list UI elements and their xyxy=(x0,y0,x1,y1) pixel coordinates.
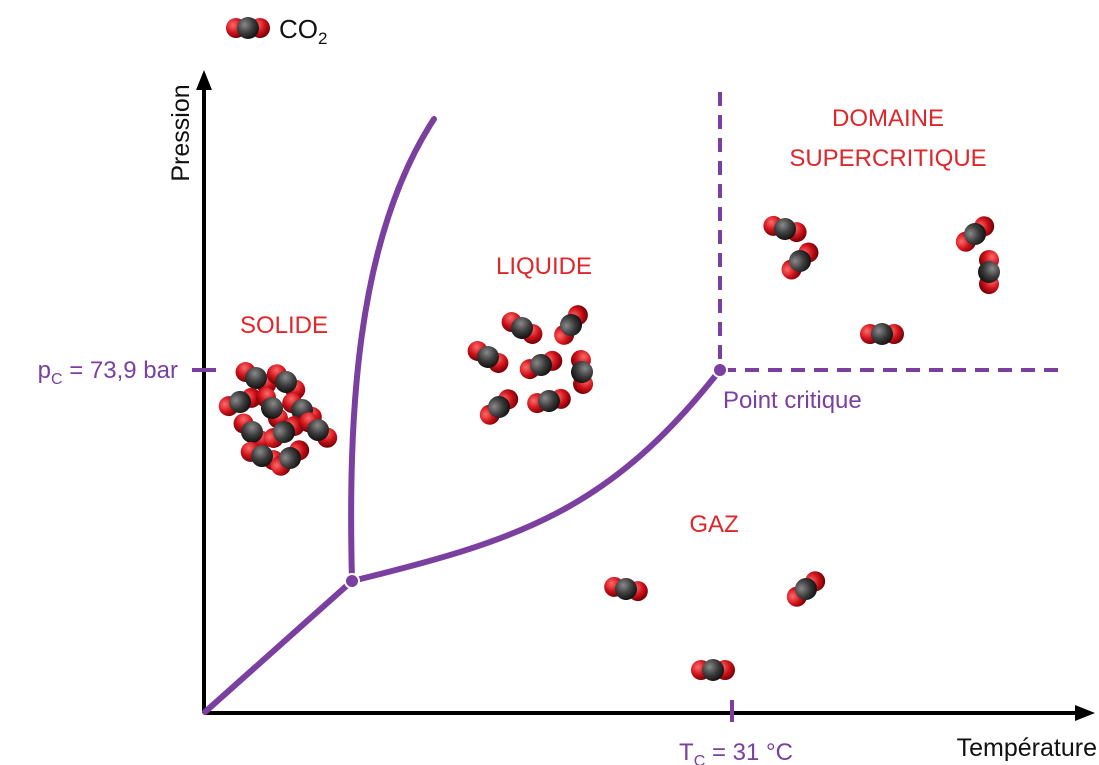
co2-molecule-icon xyxy=(860,323,904,345)
co2-molecule-icon xyxy=(475,384,523,430)
co2-molecule-icon xyxy=(549,300,593,350)
co2-molecule-icon xyxy=(978,250,1000,294)
solid-region-label: SOLIDE xyxy=(240,312,328,339)
critical-ticks: pC = 73,9 bar TC = 31 °C xyxy=(38,357,793,765)
phase-boundaries xyxy=(202,116,723,715)
legend-label: CO2 xyxy=(279,14,327,48)
supercritical-molecules xyxy=(760,211,1000,345)
supercritical-region-label-line1: DOMAINE xyxy=(832,105,944,132)
co2-molecule-icon xyxy=(782,566,830,612)
co2-molecule-icon xyxy=(463,336,513,378)
critical-point xyxy=(712,362,728,378)
tc-label: TC = 31 °C xyxy=(679,739,793,765)
x-axis-label: Température xyxy=(957,734,1097,762)
legend: CO2 xyxy=(226,14,327,48)
co2-molecule-icon xyxy=(226,17,270,39)
supercritical-region-label-line2: SUPERCRITIQUE xyxy=(789,145,986,172)
solid-molecules xyxy=(215,357,342,481)
co2-molecule-icon xyxy=(691,659,735,681)
y-axis-label: Pression xyxy=(167,84,195,181)
co2-molecule-icon xyxy=(525,386,573,416)
gas-molecules xyxy=(602,566,830,681)
axes: Pression Température xyxy=(167,70,1097,762)
sublimation-curve xyxy=(202,578,355,715)
melting-curve xyxy=(348,116,437,584)
gas-region-label: GAZ xyxy=(689,511,738,538)
vaporization-curve xyxy=(349,367,723,584)
co2-molecule-icon xyxy=(497,307,547,349)
triple-point xyxy=(344,573,360,589)
co2-molecule-icon xyxy=(516,347,566,383)
co2-molecule-icon xyxy=(760,212,810,246)
co2-molecule-icon xyxy=(951,211,999,257)
pc-label: pC = 73,9 bar xyxy=(38,357,178,388)
x-axis-arrow-icon xyxy=(1075,705,1095,721)
co2-molecule-icon xyxy=(776,237,824,285)
y-axis-arrow-icon xyxy=(196,70,212,90)
supercritical-boundaries xyxy=(718,92,1058,372)
critical-point-label: Point critique xyxy=(723,387,862,414)
co2-molecule-icon xyxy=(602,574,650,604)
liquid-region-label: LIQUIDE xyxy=(496,253,592,280)
liquid-molecules xyxy=(463,300,595,430)
co2-molecule-icon xyxy=(569,349,595,395)
